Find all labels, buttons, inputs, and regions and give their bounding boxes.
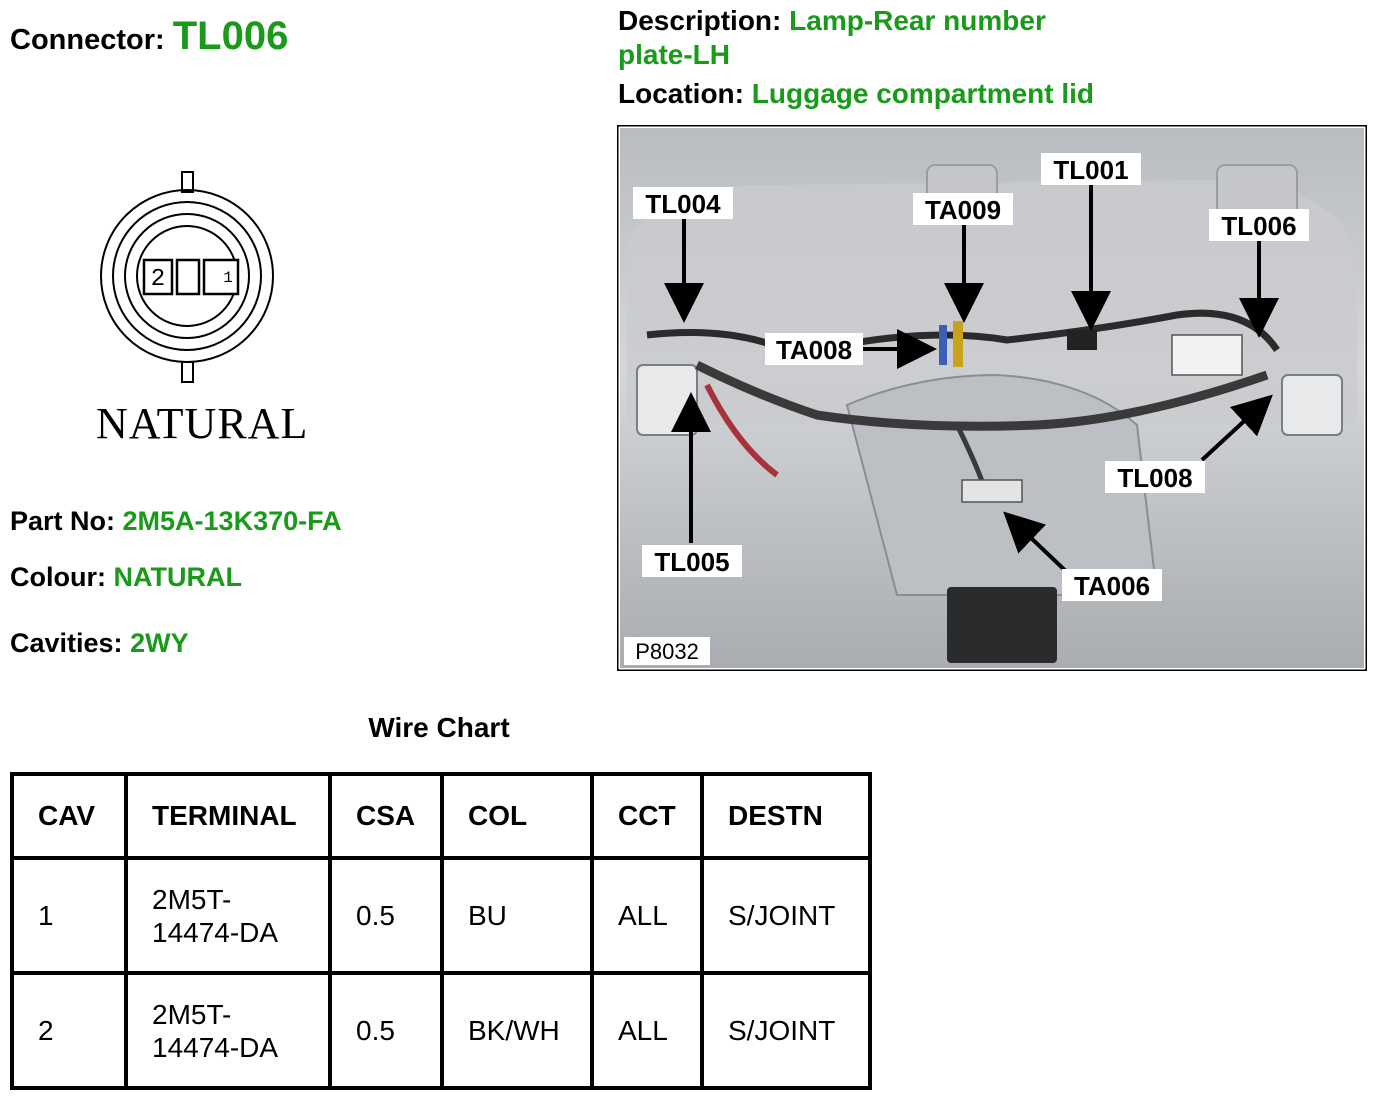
cavities-label: Cavities: — [10, 628, 123, 658]
header-terminal: TERMINAL — [124, 772, 332, 860]
header-csa: CSA — [328, 772, 444, 860]
wire-chart-title: Wire Chart — [368, 712, 510, 743]
description-label: Description: — [618, 5, 782, 36]
svg-text:TL004: TL004 — [645, 189, 721, 219]
svg-text:TL006: TL006 — [1221, 211, 1296, 241]
location-value: Luggage compartment lid — [751, 78, 1095, 109]
pin-1-label: 1 — [223, 269, 233, 287]
cavities-line: Cavities: 2WY — [10, 628, 189, 659]
connector-face-diagram: 2 1 — [100, 171, 274, 383]
callout-ta008: TA008 — [765, 333, 863, 365]
header-col: COL — [440, 772, 594, 860]
cell-col: BU — [440, 856, 594, 975]
header-cct: CCT — [590, 772, 704, 860]
callout-ta009: TA009 — [913, 193, 1013, 225]
location-heading: Location: Luggage compartment lid — [618, 78, 1094, 110]
header-cav: CAV — [10, 772, 128, 860]
callout-tl006: TL006 — [1209, 209, 1309, 241]
photo-reference: P8032 — [624, 637, 710, 665]
part-number-line: Part No: 2M5A-13K370-FA — [10, 506, 342, 537]
cell-cav: 1 — [10, 856, 128, 975]
location-photo: TL004 TA009 TL001 TL006 TA008 TL008 TL00… — [617, 125, 1367, 671]
svg-text:TL008: TL008 — [1117, 463, 1192, 493]
connector-label: Connector: — [10, 24, 165, 56]
cavities-value: 2WY — [130, 628, 189, 658]
part-number-label: Part No: — [10, 506, 116, 536]
table-row: 2 2M5T- 14474-DA 0.5 BK/WH ALL S/JOINT — [10, 971, 872, 1090]
cell-cct: ALL — [590, 971, 704, 1090]
header-destn: DESTN — [700, 772, 872, 860]
connector-colour-caption: NATURAL — [96, 399, 309, 448]
callout-ta006: TA006 — [1062, 569, 1162, 601]
svg-text:TL001: TL001 — [1053, 155, 1128, 185]
cell-terminal: 2M5T- 14474-DA — [124, 971, 332, 1090]
svg-text:TA009: TA009 — [925, 195, 1001, 225]
callout-tl004: TL004 — [633, 187, 733, 219]
cell-cav: 2 — [10, 971, 128, 1090]
colour-value: NATURAL — [113, 562, 242, 592]
table-row: 1 2M5T- 14474-DA 0.5 BU ALL S/JOINT — [10, 856, 872, 975]
cell-destn: S/JOINT — [700, 856, 872, 975]
table-header-row: CAV TERMINAL CSA COL CCT DESTN — [10, 772, 872, 860]
callout-tl001: TL001 — [1041, 153, 1141, 185]
part-number-value: 2M5A-13K370-FA — [122, 506, 342, 536]
cell-destn: S/JOINT — [700, 971, 872, 1090]
wire-chart-table: CAV TERMINAL CSA COL CCT DESTN 1 2M5T- 1… — [10, 772, 872, 1090]
svg-text:TA006: TA006 — [1074, 571, 1150, 601]
callout-tl005: TL005 — [642, 545, 742, 577]
colour-label: Colour: — [10, 562, 106, 592]
cell-csa: 0.5 — [328, 856, 444, 975]
svg-text:TA008: TA008 — [776, 335, 852, 365]
connector-value: TL006 — [172, 14, 289, 58]
svg-text:P8032: P8032 — [635, 639, 699, 664]
cell-col: BK/WH — [440, 971, 594, 1090]
location-label: Location: — [618, 78, 744, 109]
svg-text:TL005: TL005 — [654, 547, 729, 577]
callout-tl008: TL008 — [1105, 461, 1205, 493]
cell-cct: ALL — [590, 856, 704, 975]
description-heading: Description: Lamp-Rear number plate-LH — [618, 4, 1098, 72]
description-value: Lamp-Rear number plate-LH — [618, 5, 1046, 70]
cell-terminal: 2M5T- 14474-DA — [124, 856, 332, 975]
connector-heading: Connector: TL006 — [10, 14, 288, 59]
cell-csa: 0.5 — [328, 971, 444, 1090]
pin-2-label: 2 — [151, 266, 165, 293]
colour-line: Colour: NATURAL — [10, 562, 242, 593]
